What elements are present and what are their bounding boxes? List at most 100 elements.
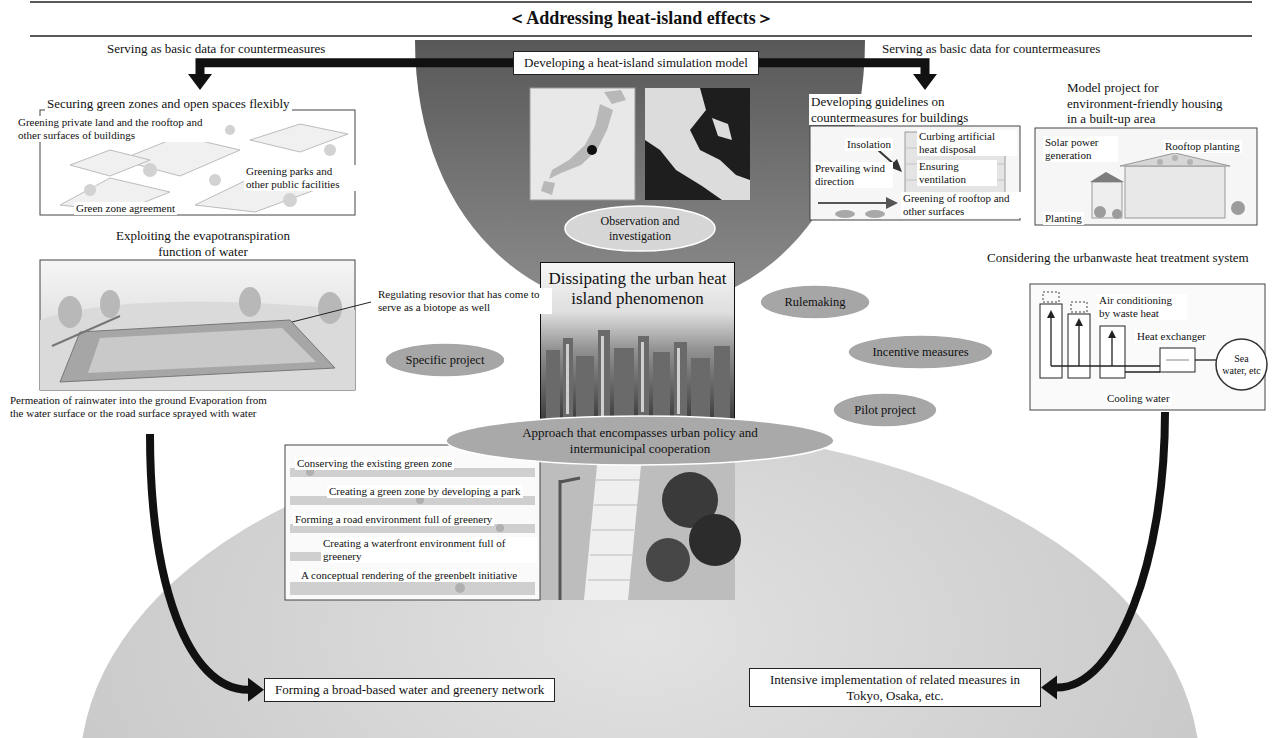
city-photo: [540, 262, 735, 420]
label-slot: Developing guidelines on countermeasures…: [809, 94, 1014, 126]
label-slot: Insolation: [845, 134, 905, 152]
street-photo-part: [560, 478, 580, 482]
city-photo-part-part: [653, 352, 670, 420]
ellipse-outline: [446, 416, 834, 465]
arrow-head: [1041, 676, 1057, 700]
arrow-shaft: [1057, 412, 1165, 688]
goal-box: Dissipating the urban heat island phenom…: [540, 262, 735, 420]
arrow-shaft: [200, 63, 513, 74]
arrow-head: [913, 74, 937, 90]
city-photo-part-part: [674, 342, 687, 420]
waste-heat-sketch-part: [1068, 314, 1090, 378]
city-photo-part-part: [601, 336, 604, 416]
japan-map-part: [587, 145, 597, 155]
measure-ellipse: Pilot project: [832, 392, 938, 428]
diagram-title: ＜Addressing heat-island effects＞: [508, 7, 774, 29]
ellipse-outline: [760, 285, 870, 319]
label-slot: Permeation of rainwater into the ground …: [8, 394, 276, 421]
label-slot: Rooftop planting: [1163, 136, 1255, 154]
ground-region: [80, 430, 1200, 738]
panel-label: Regulating resovior that has come to ser…: [376, 288, 552, 314]
panel-heading: Model project for environment-friendly h…: [1065, 80, 1225, 127]
header-rule-part: [30, 1, 1252, 3]
edge-label-slot: Serving as basic data for countermeasure…: [880, 39, 1102, 57]
label-slot: Air conditioning by waste heat: [1097, 294, 1187, 321]
ellipse-label: Incentive measures: [872, 345, 968, 360]
waste-heat-sketch-part-part: [1078, 324, 1079, 366]
ellipse-label: Rulemaking: [784, 295, 845, 310]
housing-sketch-part: [1035, 128, 1257, 225]
housing-sketch-part: [1120, 153, 1230, 166]
city-photo-part: [540, 262, 735, 420]
tokyo-map-part: [645, 88, 750, 200]
housing-sketch-part: [1125, 166, 1225, 218]
street-photo-part-part: [588, 580, 630, 581]
box-label: Forming a broad-based water and greenery…: [275, 682, 544, 698]
panel-label: Cooling water: [1105, 392, 1172, 405]
header-rule-part: [30, 35, 1252, 37]
edge-label-slot: Serving as basic data for countermeasure…: [105, 39, 327, 57]
street-photo-part: [646, 538, 690, 582]
panel-heading: Securing green zones and open spaces fle…: [45, 96, 292, 112]
illustration-panel: Model project for environment-friendly h…: [1035, 80, 1257, 227]
label-slot: Curbing artificial heat disposal: [917, 130, 1017, 157]
flow-arrow: [1041, 412, 1165, 700]
process-box: Developing a heat-island simulation mode…: [513, 51, 759, 75]
city-photo-part-part: [576, 356, 594, 420]
result-box: Forming a broad-based water and greenery…: [264, 678, 555, 702]
label-slot: Model project for environment-friendly h…: [1065, 80, 1225, 127]
label-slot: Considering the urbanwaste heat treatmen…: [985, 248, 1267, 266]
waste-heat-sketch-part: [1100, 326, 1125, 378]
panel-label: Greening private land and the rooftop an…: [16, 116, 216, 142]
building-guideline-sketch-part: [818, 202, 888, 204]
city-photo-part-part: [563, 338, 573, 420]
bowl-region: [415, 40, 865, 310]
street-photo: [540, 455, 741, 600]
street-photo-part: [689, 514, 741, 566]
sea-circle: Sea water, etc: [1215, 338, 1268, 391]
label-slot: Greening private land and the rooftop an…: [16, 116, 216, 143]
panel-label: Heat exchanger: [1135, 330, 1208, 343]
label-slot: Exploiting the evapotranspiration functi…: [103, 228, 303, 260]
ellipse-label: Sea water, etc: [1222, 353, 1262, 377]
street-photo-part-part: [594, 505, 637, 506]
panel-label: Curbing artificial heat disposal: [917, 130, 1017, 156]
japan-map-part: [541, 181, 555, 195]
reservoir-sketch-part-part: [318, 292, 342, 324]
activity-ellipse: Observation and investigation: [564, 205, 716, 252]
city-photo-part-part: [714, 346, 730, 420]
waste-heat-sketch-part-part: [1111, 336, 1112, 366]
japan-map-part: [530, 88, 635, 200]
reservoir-sketch-part: [52, 316, 120, 346]
waste-heat-sketch-part: [1166, 360, 1189, 361]
goal-label: Dissipating the urban heat island phenom…: [547, 269, 728, 308]
approach-ellipse: Approach that encompasses urban policy a…: [445, 415, 835, 466]
waste-heat-sketch-part-part: [1051, 365, 1160, 366]
label-slot: Securing green zones and open spaces fle…: [45, 94, 390, 112]
reservoir-sketch-part-part: [58, 296, 82, 328]
ellipse-outline: [565, 206, 715, 251]
city-photo-part-part: [638, 336, 649, 420]
ellipse-label: Specific project: [406, 353, 485, 368]
panel-heading: Exploiting the evapotranspiration functi…: [103, 228, 303, 259]
waste-heat-sketch-part: [1043, 292, 1087, 312]
label-slot: Greening parks and other public faciliti…: [244, 165, 356, 192]
panel-label: Insolation: [845, 138, 893, 151]
city-photo-part-part: [691, 358, 710, 420]
panel-label: Permeation of rainwater into the ground …: [8, 394, 276, 420]
greenbelt-sketch-part-part: [290, 582, 535, 595]
waste-heat-sketch-part-part: [1125, 371, 1160, 372]
reservoir-sketch-part-part: [239, 287, 261, 317]
greenbelt-sketch-part: [290, 468, 535, 595]
box-label: Developing a heat-island simulation mode…: [524, 55, 748, 71]
housing-sketch-part-part: [1187, 159, 1193, 165]
reservoir-sketch-part: [292, 302, 371, 322]
tokyo-map-part: [712, 118, 732, 140]
ellipse-label: Observation and investigation: [590, 214, 690, 243]
measure-ellipse: Specific project: [384, 342, 506, 378]
panel-label: Creating a waterfront environment full o…: [321, 537, 537, 563]
tokyo-map-part: [645, 88, 750, 200]
housing-sketch-part: [1157, 155, 1193, 165]
